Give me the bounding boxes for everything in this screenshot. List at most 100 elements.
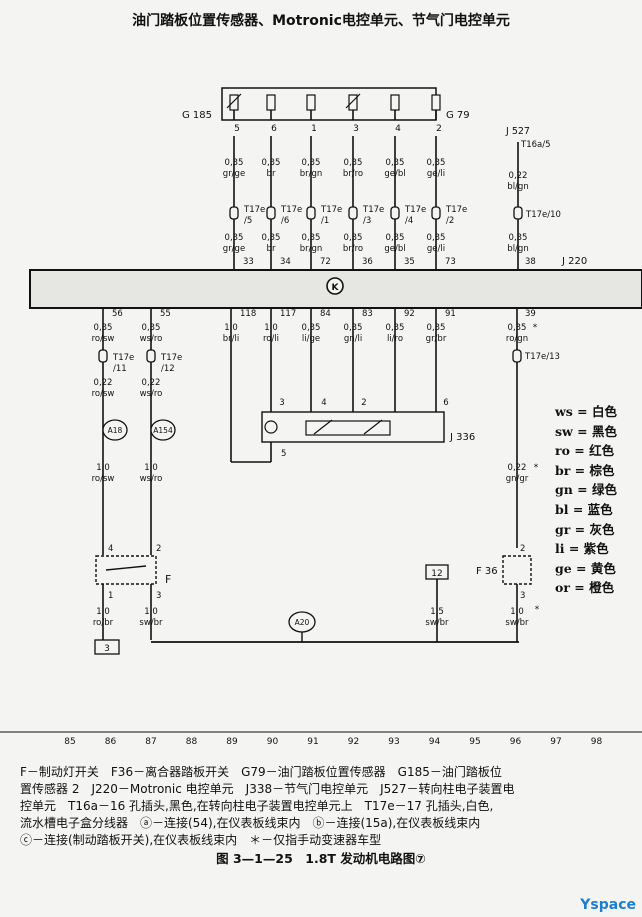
wire-size: 0,35 bbox=[225, 233, 244, 243]
ecu-pin: 56 bbox=[112, 309, 123, 319]
wire-color: ws/ro bbox=[140, 389, 163, 399]
wire-color: li/ro bbox=[387, 334, 403, 344]
track-number: 96 bbox=[510, 737, 522, 747]
connector-sub: /1 bbox=[321, 216, 329, 226]
wire-size: 0,35 bbox=[302, 158, 321, 168]
connector-icon bbox=[229, 206, 239, 220]
pin-label: 2 bbox=[361, 398, 366, 408]
wire-size: 0,35 bbox=[427, 158, 446, 168]
wire-size: 0,35 bbox=[386, 323, 405, 333]
wire-color: ws/ro bbox=[140, 474, 163, 484]
ecu-pin: 33 bbox=[243, 257, 254, 267]
star-mark: * bbox=[533, 323, 538, 333]
wire-color: br bbox=[267, 244, 276, 254]
wire-color: br/ro bbox=[343, 244, 363, 254]
track-number: 95 bbox=[469, 737, 480, 747]
ecu-symbol: K bbox=[332, 283, 340, 293]
connector-label: T17e bbox=[445, 205, 467, 215]
connector-label: T17e bbox=[112, 353, 134, 363]
connector-label: T17e bbox=[160, 353, 182, 363]
sensor-element bbox=[229, 94, 239, 111]
ecu-pin: 83 bbox=[362, 309, 373, 319]
ref-box-label: 3 bbox=[104, 644, 110, 654]
j527-label: J 527 bbox=[505, 126, 530, 137]
pin-label: 2 bbox=[520, 544, 525, 554]
wire-color: ro/sw bbox=[92, 334, 115, 344]
wire-color: li/ge bbox=[302, 334, 320, 344]
wire-size: 0,35 bbox=[386, 233, 405, 243]
connector-sub: /3 bbox=[363, 216, 371, 226]
wire-size: 0,35 bbox=[344, 233, 363, 243]
sensor-element bbox=[431, 94, 441, 111]
pin-label: 4 bbox=[321, 398, 326, 408]
legend-entry: ge = 黄色 bbox=[555, 560, 616, 576]
connector-icon bbox=[306, 206, 316, 220]
pin-label: 1 bbox=[108, 591, 113, 601]
j527-connector: T16a/5 bbox=[520, 140, 551, 150]
pin-label: 4 bbox=[108, 544, 113, 554]
fuse-label: 12 bbox=[431, 569, 442, 579]
wire-size: 0,35 bbox=[509, 233, 528, 243]
g185-label: G 185 bbox=[182, 110, 212, 121]
wire-color: ge/bl bbox=[384, 244, 405, 254]
wire-color: br/gn bbox=[300, 169, 323, 179]
connector-icon bbox=[146, 349, 156, 363]
track-number: 90 bbox=[267, 737, 279, 747]
ecu-pin: 36 bbox=[362, 257, 373, 267]
track-number: 88 bbox=[186, 737, 198, 747]
legend-entry: or = 橙色 bbox=[555, 580, 615, 596]
wire-size: 0,35 bbox=[427, 323, 446, 333]
ecu-pin: 55 bbox=[160, 309, 171, 319]
pin-label: 5 bbox=[281, 449, 286, 459]
j338-label: J 336 bbox=[449, 432, 475, 443]
ecu-pin: 72 bbox=[320, 257, 331, 267]
track-number: 87 bbox=[145, 737, 156, 747]
wire-size: 0,35 bbox=[262, 158, 281, 168]
wire-size: 1,5 bbox=[430, 607, 444, 617]
site-logo: Yspace bbox=[580, 897, 636, 913]
caption-line: 流水槽电子盒分线器 ⓐ－连接(54),在仪表板线束内 ⓑ－连接(15a),在仪表… bbox=[20, 816, 481, 830]
connector-label: T17e/10 bbox=[525, 210, 561, 220]
sensor-element bbox=[390, 94, 400, 111]
wire-color: gr/ge bbox=[223, 244, 245, 254]
track-number: 93 bbox=[388, 737, 399, 747]
switch-f36-box bbox=[502, 555, 532, 585]
track-number: 91 bbox=[307, 737, 318, 747]
wire-color: bl/gn bbox=[507, 244, 528, 254]
pin-label: 4 bbox=[395, 124, 401, 134]
connector-icon bbox=[390, 206, 400, 220]
wire-size: 1,0 bbox=[510, 607, 524, 617]
j338-box bbox=[261, 411, 445, 443]
ecu-pin: 34 bbox=[280, 257, 291, 267]
ref-box bbox=[94, 639, 120, 655]
sensor-element bbox=[266, 94, 276, 111]
ecu-pin: 91 bbox=[445, 309, 456, 319]
wire-color: ro/sw bbox=[92, 389, 115, 399]
track-number: 85 bbox=[64, 737, 75, 747]
sensor-arrow bbox=[313, 419, 333, 435]
wire-color: sw/br bbox=[139, 618, 163, 628]
wire-color: ws/ro bbox=[140, 334, 163, 344]
connector-sub: /11 bbox=[113, 364, 127, 374]
wire-size: 0,35 bbox=[427, 233, 446, 243]
wire-size: 0,22 bbox=[508, 463, 527, 473]
f36-label: F 36 bbox=[476, 566, 498, 577]
wire-color: sw/br bbox=[425, 618, 449, 628]
wire-color: br/gn bbox=[300, 244, 323, 254]
caption-line: 控单元 T16a－16 孔插头,黑色,在转向柱电子装置电控单元上 T17e－17… bbox=[20, 799, 494, 813]
pin-label: 3 bbox=[520, 591, 525, 601]
wire-size: 0,22 bbox=[94, 378, 113, 388]
wire-size: 0,35 bbox=[508, 323, 527, 333]
wire-size: 0,35 bbox=[142, 323, 161, 333]
pin-label: 6 bbox=[271, 124, 277, 134]
ecu-k-icon bbox=[326, 277, 344, 295]
ecu-pin: 73 bbox=[445, 257, 456, 267]
ecu-pin: 35 bbox=[404, 257, 415, 267]
wire-color: gr/ge bbox=[223, 169, 245, 179]
track-number: 92 bbox=[348, 737, 359, 747]
wire-size: 1,0 bbox=[264, 323, 278, 333]
connector-label: T17e bbox=[280, 205, 302, 215]
connector-label: T17e bbox=[404, 205, 426, 215]
connector-sub: /4 bbox=[405, 216, 413, 226]
